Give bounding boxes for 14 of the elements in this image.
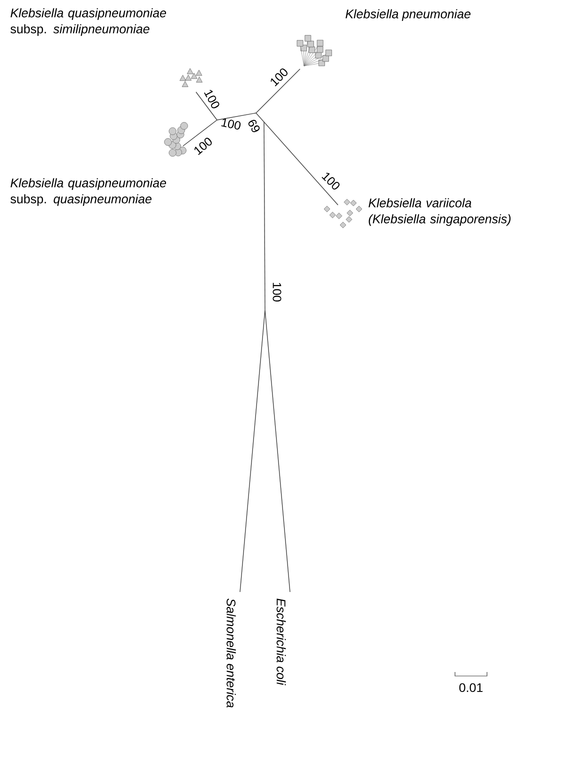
species-label: Klebsiella quasipneumoniae subsp. similipneumoniae xyxy=(10,8,166,36)
bootstrap-value: 100 xyxy=(322,172,340,190)
bootstrap-value: 69 xyxy=(248,120,260,132)
bootstrap-value: 100 xyxy=(194,138,212,156)
bootstrap-value: 100 xyxy=(221,118,241,130)
species-label: Klebsiella quasipneumoniae subsp. quasipneumoniae xyxy=(10,178,166,206)
bootstrap-value: 100 xyxy=(272,282,282,302)
bootstrap-value: 100 xyxy=(270,68,288,86)
species-label: Klebsiella pneumoniae xyxy=(346,9,470,21)
species-label: Salmonella enterica xyxy=(226,598,236,708)
bootstrap-value: 100 xyxy=(204,90,220,108)
scale-label: 0.01 xyxy=(459,683,483,692)
species-label: Klebsiella variicola (Klebsiella singaporensis) xyxy=(368,198,511,226)
species-label: Escherichia coli xyxy=(276,598,286,686)
